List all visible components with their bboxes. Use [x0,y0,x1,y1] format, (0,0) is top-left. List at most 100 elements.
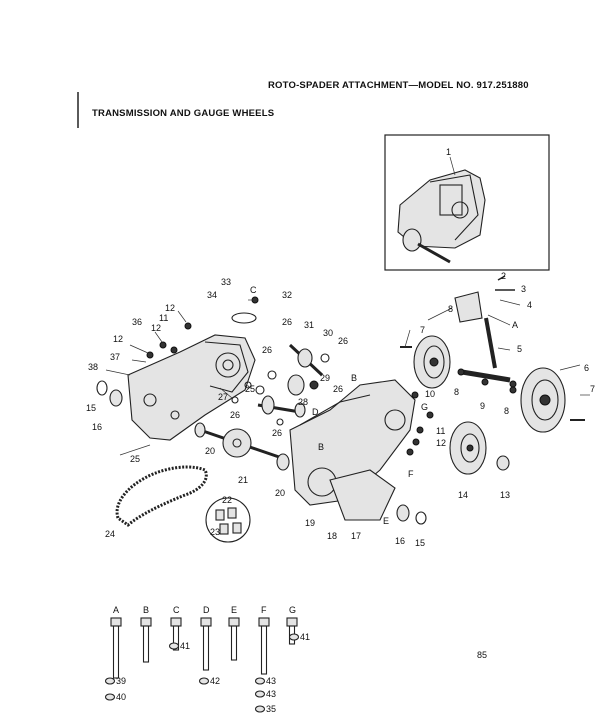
callout-9: 9 [480,401,485,411]
callout-14: 14 [458,490,468,500]
bolt-head-B [140,617,152,627]
seal-15-16-left [96,380,123,407]
label-G: G [421,402,428,412]
bolt-shank-E [230,625,238,661]
label-B-upper: B [351,373,357,383]
washer-41 [288,633,300,641]
callout-24: 24 [105,529,115,539]
bolt-head-D [200,617,212,627]
callout-22: 22 [222,495,232,505]
callout-26c: 26 [338,336,348,346]
bolts-10-12-right [406,391,434,456]
callout-6: 6 [584,363,589,373]
bolt-shank-C [172,625,180,651]
legend-letter-G: G [289,605,296,615]
washer-43 [254,690,266,698]
gauge-wheel-6-right [520,367,566,433]
bolts-12-left [146,322,192,359]
callout-8a: 8 [448,304,453,314]
callout-12d: 12 [436,438,446,448]
section-title: TRANSMISSION AND GAUGE WHEELS [92,108,275,119]
callout-7b: 7 [590,384,595,394]
callout-26f: 26 [272,428,282,438]
gear-stack-26-31 [231,296,330,426]
leader-lines [105,299,590,456]
callout-13: 13 [500,490,510,500]
legend-letter-B: B [143,605,149,615]
bolt-head-C [170,617,182,627]
legend-part-39: 39 [116,676,126,686]
callout-26d: 26 [333,384,343,394]
legend-part-41: 41 [300,632,310,642]
bolt-head-A [110,617,122,627]
callout-8b: 8 [454,387,459,397]
legend-part-43: 43 [266,676,276,686]
callout-19: 19 [305,518,315,528]
callout-15b: 15 [415,538,425,548]
callout-10: 10 [425,389,435,399]
callout-4: 4 [527,300,532,310]
drive-chain-24 [115,465,208,527]
callout-11b: 11 [436,426,445,436]
gauge-bracket-2-5 [454,275,515,383]
callout-2: 2 [501,271,506,281]
callout-26e: 26 [230,410,240,420]
page-title: ROTO-SPADER ATTACHMENT—MODEL NO. 917.251… [268,80,529,91]
bolt-shank-A [112,625,120,679]
right-housing-18-19 [289,379,416,521]
legend-letter-C: C [173,605,180,615]
callout-27: 27 [218,392,228,402]
gauge-wheel-6-left [413,335,451,389]
bolt-head-F [258,617,270,627]
detail-circle-22-23 [205,497,251,543]
label-F: F [408,469,414,479]
callout-1: 1 [446,147,451,157]
callout-labels: 2 3 4 5 6 7 7 8 8 8 9 10 11 11 12 12 12 … [86,271,595,548]
label-E: E [383,516,389,526]
legend-part-43: 43 [266,689,276,699]
legend-part-35: 35 [266,704,276,714]
callout-7a: 7 [420,325,425,335]
bolt-shank-B [142,625,150,663]
callout-38: 38 [88,362,98,372]
legend-part-41: 41 [180,641,190,651]
legend-part-40: 40 [116,692,126,702]
callout-16b: 16 [395,536,405,546]
pulley-14 [449,421,487,475]
callout-11a: 11 [159,313,168,323]
callout-34: 34 [207,290,217,300]
seal-15-16-right [396,504,427,525]
callout-3: 3 [521,284,526,294]
shaft-21-sprocket [194,422,290,471]
label-A: A [512,320,518,330]
legend-letter-E: E [231,605,237,615]
callout-20a: 20 [205,446,215,456]
callout-12a: 12 [165,303,175,313]
bolt-shank-F [260,625,268,675]
legend-letter-F: F [261,605,267,615]
callout-8c: 8 [504,406,509,416]
callout-26b: 26 [262,345,272,355]
callout-20b: 20 [275,488,285,498]
washer-39 [104,677,116,685]
callout-36: 36 [132,317,142,327]
legend-letter-D: D [203,605,210,615]
callout-33: 33 [221,277,231,287]
callout-17: 17 [351,531,361,541]
washer-42 [198,677,210,685]
callout-16a: 16 [92,422,102,432]
small-parts-7-9 [400,346,585,421]
callout-32: 32 [282,290,292,300]
callout-12b: 12 [151,323,161,333]
callout-26a: 26 [282,317,292,327]
callout-15a: 15 [86,403,96,413]
washer-43 [254,677,266,685]
washer-35 [254,705,266,713]
washer-41 [168,642,180,650]
washer-40 [104,693,116,701]
callout-25: 25 [130,454,140,464]
bolt-shank-D [202,625,210,671]
inset-assembled-view: 1 [384,134,550,271]
